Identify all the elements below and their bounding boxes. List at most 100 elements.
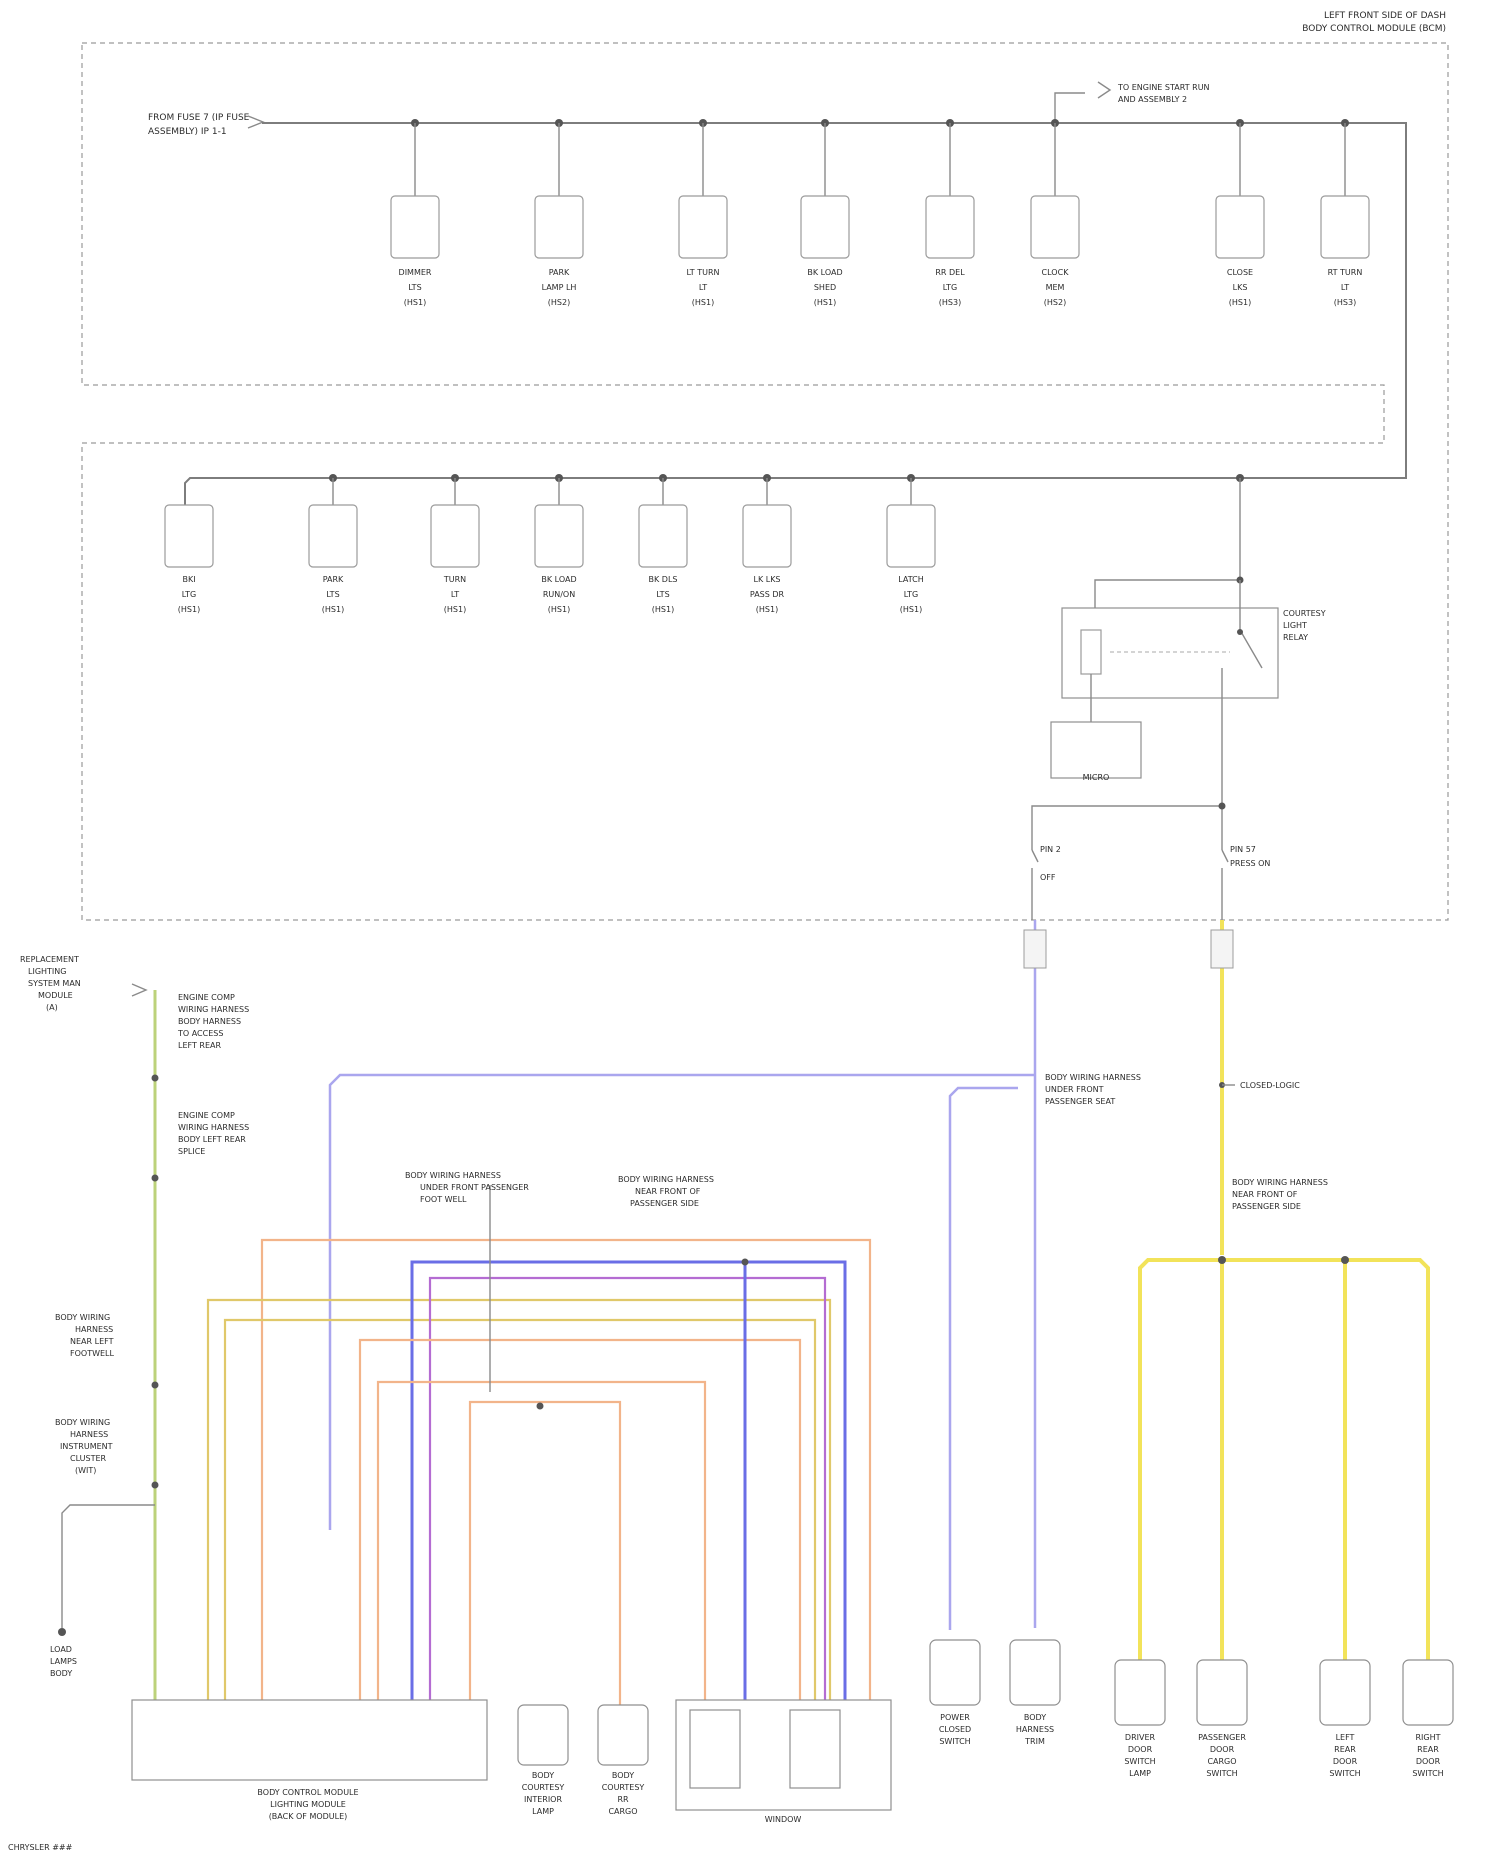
relay-label-1: COURTESY [1283, 609, 1326, 618]
component-door-d-2: REAR [1417, 1745, 1439, 1754]
harness-wires [208, 1185, 870, 1720]
green-node-3 [152, 1382, 159, 1389]
fuse-13-label-1: BK DLS [649, 575, 678, 584]
component-door-a-1: DRIVER [1125, 1733, 1156, 1742]
fuse-11-label-3: (HS1) [444, 605, 466, 614]
component-door-d-3: DOOR [1416, 1757, 1441, 1766]
door-d-box [1403, 1660, 1453, 1725]
switch-label-b-2: PRESS ON [1230, 859, 1270, 868]
component-cargo-a-1: POWER [940, 1713, 970, 1722]
feed-arrow [248, 116, 263, 128]
component-cargo-a-3: SWITCH [939, 1737, 970, 1746]
component-dome-a-4: LAMP [532, 1807, 554, 1816]
component-dome-b-3: RR [617, 1795, 629, 1804]
fuse-1: DIMMER LTS (HS1) [391, 119, 439, 307]
relay-label-3: RELAY [1283, 633, 1308, 642]
switch-label-a-1: PIN 2 [1040, 845, 1061, 854]
feed-label-2: ASSEMBLY) IP 1-1 [148, 127, 227, 137]
fuse-6-label-1: CLOCK [1042, 268, 1070, 277]
left-label-2-2: WIRING HARNESS [178, 1005, 249, 1014]
cargo-b-box [1010, 1640, 1060, 1705]
component-dome-b-2: COURTESY [602, 1783, 645, 1792]
purple-branch [950, 1088, 1018, 1630]
left-label-5-5: (WIT) [75, 1466, 96, 1475]
fuse-3-label-2: LT [699, 283, 707, 292]
fuse-2-label-3: (HS2) [548, 298, 570, 307]
door-a-box [1115, 1660, 1165, 1725]
left-label-2-4: TO ACCESS [177, 1029, 223, 1038]
fuse-14-label-1: LK LKS [753, 575, 780, 584]
dome-b-box [598, 1705, 648, 1765]
left-arrow [132, 984, 146, 996]
yellow-split-node [1218, 1256, 1226, 1264]
feed-label-1: FROM FUSE 7 (IP FUSE [148, 113, 250, 123]
fuse-14-label-3: (HS1) [756, 605, 778, 614]
micro-box [1051, 722, 1141, 778]
purple-bus [330, 1075, 1035, 1530]
green-node-2 [152, 1175, 159, 1182]
left-label-3-1: ENGINE COMP [178, 1111, 235, 1120]
fuse-4-label-1: BK LOAD [807, 268, 842, 277]
left-label-3-3: BODY LEFT REAR [178, 1135, 246, 1144]
component-door-c-1: LEFT [1336, 1733, 1355, 1742]
left-label-5-3: INSTRUMENT [60, 1442, 113, 1451]
lighting-module-box [132, 1700, 487, 1780]
micro-label: MICRO [1083, 773, 1110, 782]
fuse-1-label-3: (HS1) [404, 298, 426, 307]
component-door-b-4: SWITCH [1206, 1769, 1237, 1778]
splice-label-2: AND ASSEMBLY 2 [1118, 95, 1187, 104]
fuse-10-label-1: PARK [323, 575, 344, 584]
relay-coil [1081, 630, 1101, 674]
mid-label-2-3: PASSENGER SIDE [1232, 1202, 1301, 1211]
yellow-split-node-2 [1341, 1256, 1349, 1264]
left-label-5-2: HARNESS [70, 1430, 108, 1439]
door-c-box [1320, 1660, 1370, 1725]
component-dome-b-1: BODY [612, 1771, 634, 1780]
component-door-c-4: SWITCH [1329, 1769, 1360, 1778]
component-window-1: WINDOW [765, 1815, 802, 1824]
component-lighting-module-3: (BACK OF MODULE) [269, 1812, 348, 1821]
fuse-8-label-2: LT [1341, 283, 1349, 292]
component-dome-a-2: COURTESY [522, 1783, 565, 1792]
mid-label-2-2: NEAR FRONT OF [1232, 1190, 1298, 1199]
module-title-line-2: BODY CONTROL MODULE (BCM) [1302, 24, 1446, 34]
fuse-3-label-1: LT TURN [686, 268, 719, 277]
fuse-5: RR DEL LTG (HS3) [926, 119, 974, 307]
ground-node [58, 1628, 66, 1636]
footer-text: CHRYSLER ### [8, 1843, 73, 1852]
door-b-box [1197, 1660, 1247, 1725]
fuse-9-label-2: LTG [182, 590, 196, 599]
lower-bus [185, 478, 1406, 505]
component-door-b-2: DOOR [1210, 1745, 1235, 1754]
connector-purple-1 [1024, 930, 1046, 968]
left-label-1-4: MODULE [38, 991, 73, 1000]
component-door-a-2: DOOR [1128, 1745, 1153, 1754]
yellow-junction-label: CLOSED-LOGIC [1240, 1081, 1300, 1090]
fuse-13: BK DLS LTS (HS1) [639, 474, 687, 614]
fuse-4: BK LOAD SHED (HS1) [801, 119, 849, 307]
relay-contact-node [1237, 629, 1243, 635]
harness-node-1 [537, 1403, 544, 1410]
dome-a-box [518, 1705, 568, 1765]
component-dome-a-3: INTERIOR [524, 1795, 563, 1804]
mid-label-4-2: NEAR FRONT OF [635, 1187, 701, 1196]
fuse-4-label-3: (HS1) [814, 298, 836, 307]
component-door-c-2: REAR [1334, 1745, 1356, 1754]
fuse-9-label-1: BKI [182, 575, 195, 584]
left-label-4-4: FOOTWELL [70, 1349, 115, 1358]
mid-label-3-1: BODY WIRING HARNESS [405, 1171, 501, 1180]
fuse-13-label-3: (HS1) [652, 605, 674, 614]
fuse-5-label-1: RR DEL [935, 268, 965, 277]
left-label-1-3: SYSTEM MAN [28, 979, 81, 988]
left-label-1-1: REPLACEMENT [20, 955, 79, 964]
fuse-6-label-2: MEM [1046, 283, 1065, 292]
mid-label-4-3: PASSENGER SIDE [630, 1199, 699, 1208]
switch-b [1222, 850, 1228, 920]
fuse-1-label-2: LTS [408, 283, 421, 292]
fuse-8-label-3: (HS3) [1334, 298, 1356, 307]
left-label-1-2: LIGHTING [28, 967, 66, 976]
left-label-4-3: NEAR LEFT [70, 1337, 114, 1346]
fuse-8-label-1: RT TURN [1328, 268, 1363, 277]
component-dome-a-1: BODY [532, 1771, 554, 1780]
component-lighting-module-2: LIGHTING MODULE [270, 1800, 346, 1809]
